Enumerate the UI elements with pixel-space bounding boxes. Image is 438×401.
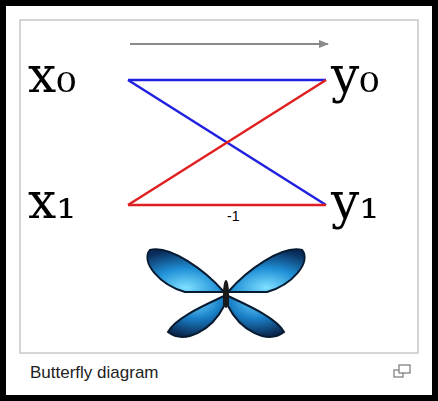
output-symbol: y₀ — [331, 50, 379, 100]
input-symbol: x₀ — [28, 50, 76, 100]
butterfly-picture — [147, 249, 304, 336]
output-symbol: y₁ — [331, 176, 379, 226]
red-line — [128, 204, 326, 207]
expand-icon — [394, 365, 410, 377]
input-symbol: x₁ — [28, 176, 76, 226]
red-line — [128, 80, 326, 205]
direction-arrow — [130, 43, 328, 45]
inner-panel — [20, 20, 418, 353]
blue-line — [128, 79, 326, 82]
blue-line — [128, 80, 326, 205]
caption-text: Butterfly diagram — [30, 364, 159, 381]
twiddle-factor: -1 — [226, 209, 240, 223]
